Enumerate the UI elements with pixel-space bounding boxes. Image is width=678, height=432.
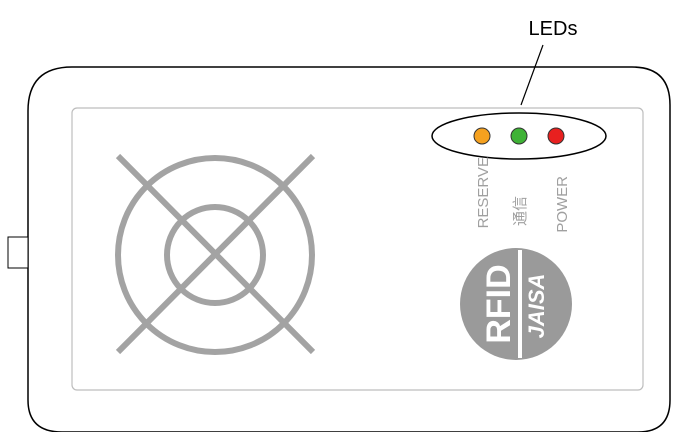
- led-reserve: [473, 127, 491, 145]
- antenna-outer-ring: [115, 155, 315, 355]
- logo-circle: [460, 248, 572, 360]
- led-power: [547, 127, 565, 145]
- device-body: [27, 66, 671, 432]
- led-label-reserve: RESERVE: [475, 157, 492, 228]
- leds-callout-label: LEDs: [529, 18, 578, 40]
- led-label-communication: 通信: [512, 196, 529, 226]
- antenna-cross-line-2: [115, 153, 316, 355]
- led-label-power: POWER: [554, 176, 571, 233]
- leds-callout-ellipse: [431, 112, 607, 160]
- rfid-jaisa-logo: RFID JAISA: [460, 248, 572, 360]
- led-communication: [510, 127, 528, 145]
- front-panel: [71, 107, 644, 391]
- logo-rfid-text: RFID: [480, 264, 518, 343]
- side-connector: [7, 236, 29, 269]
- antenna-symbol: [115, 153, 316, 355]
- antenna-inner-ring: [164, 204, 266, 306]
- logo-jaisa-text: JAISA: [524, 274, 549, 339]
- leds-callout-line: [520, 44, 544, 106]
